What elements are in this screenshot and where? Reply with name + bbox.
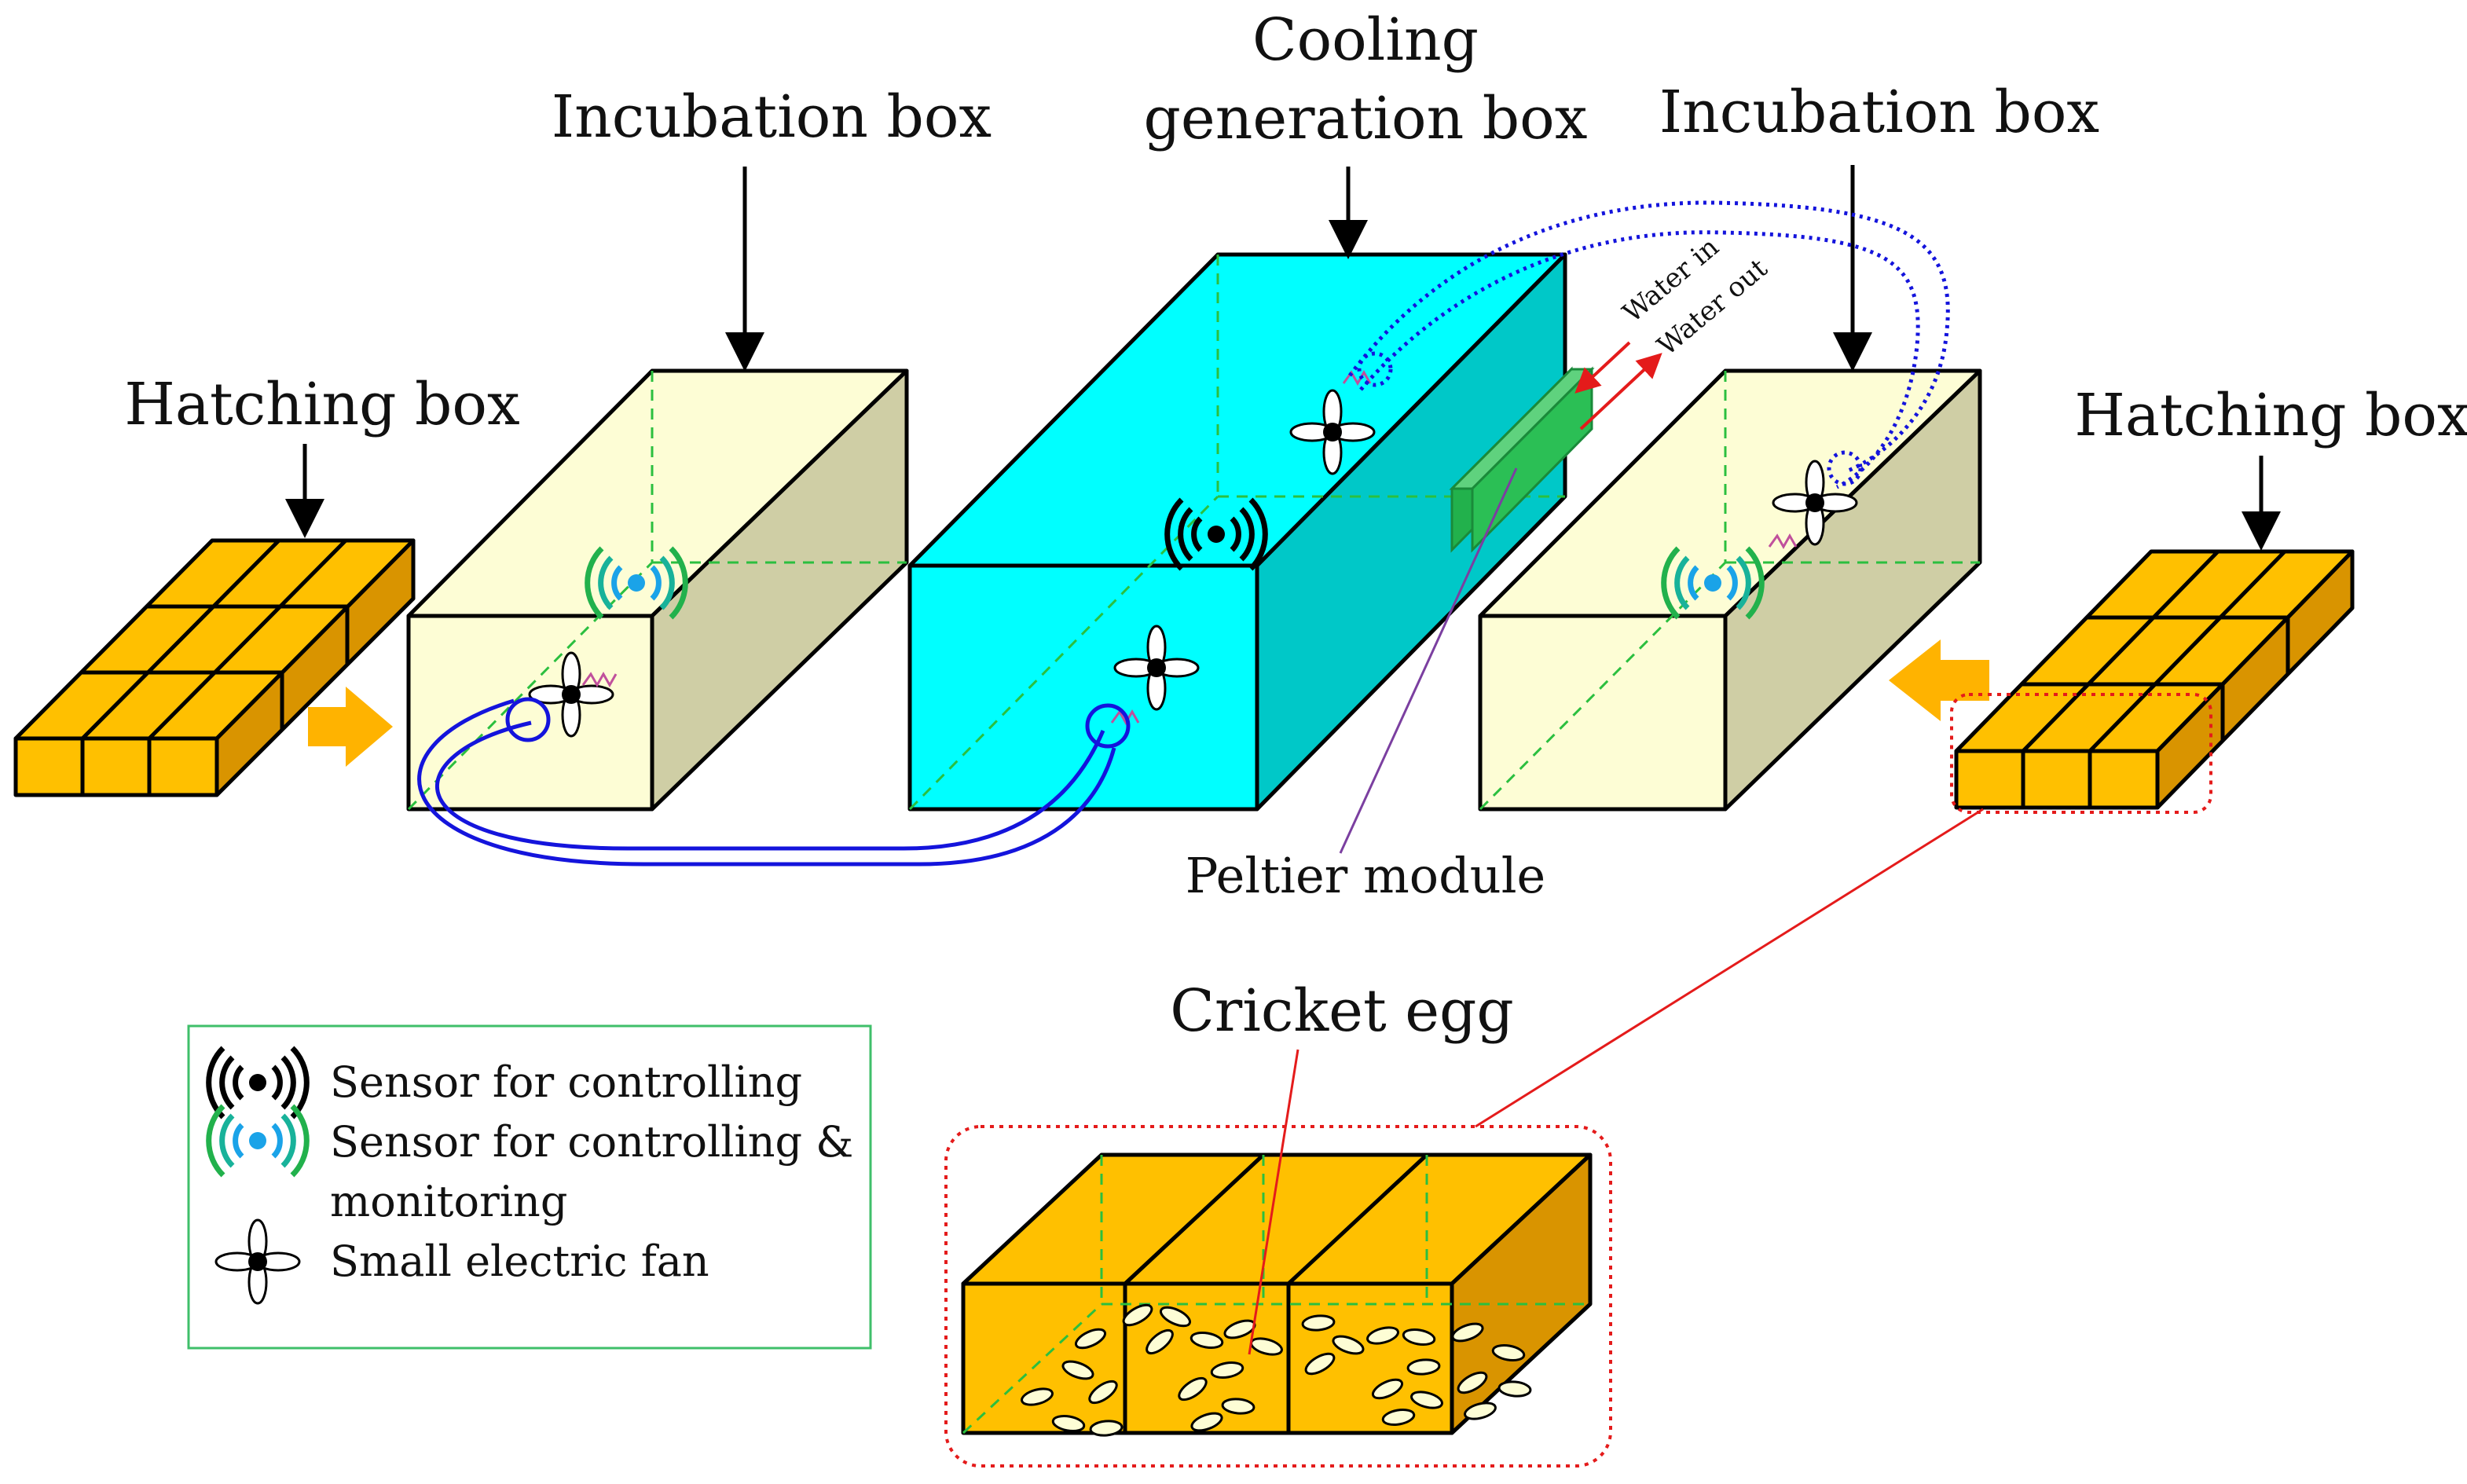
legend: Sensor for controlling Sensor for contro… — [187, 1024, 872, 1350]
cricket-egg-leader — [1248, 1049, 1299, 1355]
zoomed-hatching-tray — [944, 1049, 1612, 1468]
water-in-arrow — [1574, 341, 1631, 394]
heater-icon — [581, 671, 618, 688]
water-pipe-dotted — [1347, 200, 1950, 489]
incubation-box-left-label: Incubation box — [552, 83, 992, 151]
zoom-connector — [1475, 808, 1984, 1128]
hatching-box-left — [13, 538, 416, 797]
peltier-module-label: Peltier module — [1186, 847, 1546, 904]
zoom-source-outline — [1950, 693, 2212, 814]
peltier-leader — [1339, 467, 1518, 854]
legend-sensor-control: Sensor for controlling — [330, 1057, 802, 1107]
hatching-box-right-label: Hatching box — [2074, 382, 2467, 449]
cooling-box-label-line1: Cooling — [1252, 6, 1479, 74]
water-pipe-solid — [417, 697, 1131, 867]
legend-fan: Small electric fan — [330, 1237, 709, 1286]
cricket-egg-label: Cricket egg — [1170, 977, 1514, 1045]
orange-arrow-left — [308, 687, 393, 767]
legend-sensor-monitor-line2: monitoring — [330, 1177, 567, 1226]
water-out-arrow — [1579, 353, 1662, 431]
orange-arrow-right — [1889, 639, 1989, 721]
legend-sensor-monitor-line1: Sensor for controlling & — [330, 1117, 853, 1167]
incubation-box-right — [1478, 368, 1982, 812]
hatching-box-left-label: Hatching box — [124, 371, 519, 438]
cooling-box-label-line2: generation box — [1144, 85, 1588, 152]
hatching-box-right — [1954, 549, 2355, 810]
cooling-generation-box — [907, 252, 1567, 812]
incubation-box-right-label: Incubation box — [1659, 79, 2099, 146]
incubation-box-left — [406, 368, 909, 812]
